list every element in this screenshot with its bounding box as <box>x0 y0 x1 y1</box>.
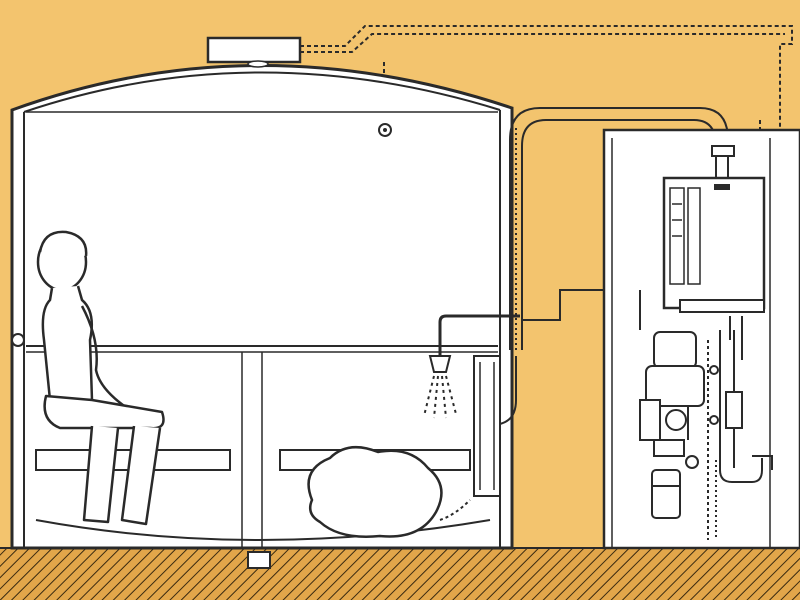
wall-control-box <box>473 355 501 497</box>
sauna-stones <box>307 445 471 538</box>
water-pump <box>639 290 705 441</box>
steam-generator <box>662 145 766 313</box>
roof-vent-unit <box>206 36 302 68</box>
floor <box>0 547 800 600</box>
shower-head-icon <box>423 314 520 419</box>
seated-bather <box>36 230 165 526</box>
water-piping <box>707 316 773 540</box>
water-filter <box>651 439 699 519</box>
